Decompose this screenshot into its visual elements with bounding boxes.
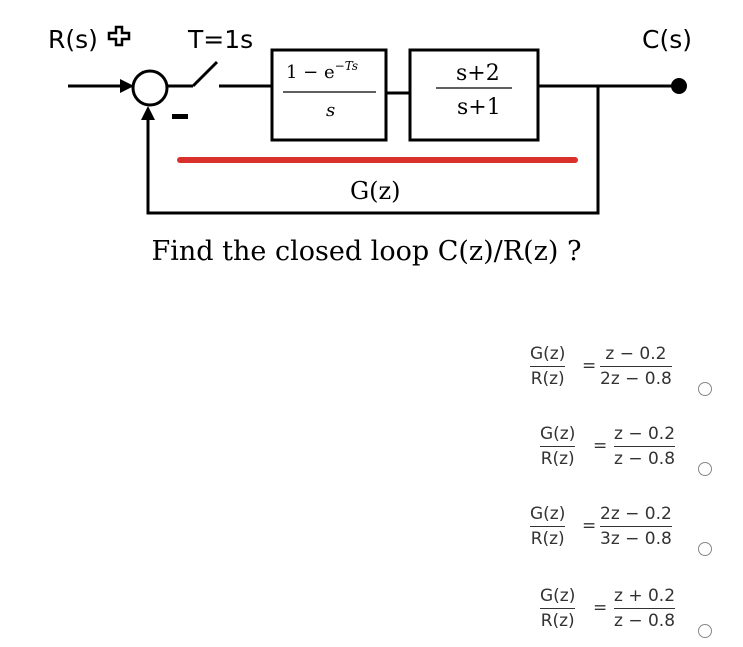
- sampler-switch: [191, 60, 219, 88]
- output-node: [671, 78, 687, 94]
- plant-numerator: s+2: [456, 61, 500, 86]
- input-arrow-icon: [120, 79, 134, 93]
- block-diagram: R(s) T=1s C(s) 1 − e−Ts s s+2 s+1 G(z): [48, 25, 692, 215]
- answer-option[interactable]: G(z) R(z) = z − 0.2 2z − 0.8: [490, 344, 720, 402]
- plant-denominator: s+1: [457, 95, 501, 120]
- radio-button[interactable]: [698, 624, 712, 638]
- rhs-fraction: z − 0.2 2z − 0.8: [600, 344, 672, 389]
- plant-block: [408, 48, 540, 142]
- equals-sign: =: [582, 356, 597, 376]
- lhs-fraction: G(z) R(z): [540, 424, 576, 469]
- lhs-fraction: G(z) R(z): [530, 504, 566, 549]
- lhs-fraction: G(z) R(z): [540, 586, 576, 631]
- zoh-block: [270, 48, 388, 142]
- lhs-fraction: G(z) R(z): [530, 344, 566, 389]
- feedback-path: [146, 86, 600, 215]
- zoh-denominator: s: [326, 100, 335, 121]
- sample-label: T=1s: [187, 25, 253, 54]
- rhs-fraction: z + 0.2 z − 0.8: [614, 586, 676, 631]
- equals-sign: =: [593, 598, 608, 618]
- radio-button[interactable]: [698, 462, 712, 476]
- plus-icon: [107, 25, 131, 47]
- feedback-arrow-icon: [141, 106, 155, 120]
- radio-button[interactable]: [698, 542, 712, 556]
- summing-junction: [131, 69, 169, 107]
- equals-sign: =: [593, 436, 608, 456]
- rhs-fraction: 2z − 0.2 3z − 0.8: [600, 504, 672, 549]
- rhs-fraction: z − 0.2 z − 0.8: [614, 424, 676, 469]
- equals-sign: =: [582, 516, 597, 536]
- question-text: Find the closed loop C(z)/R(z) ?: [151, 236, 582, 267]
- zoh-numerator: 1 − e−Ts: [286, 59, 358, 83]
- answer-option[interactable]: G(z) R(z) = z + 0.2 z − 0.8: [490, 586, 720, 644]
- answer-option[interactable]: G(z) R(z) = z − 0.2 z − 0.8: [490, 424, 720, 482]
- input-label: R(s): [48, 25, 98, 54]
- minus-sign-icon: [172, 114, 188, 119]
- answer-option[interactable]: G(z) R(z) = 2z − 0.2 3z − 0.8: [490, 504, 720, 562]
- radio-button[interactable]: [698, 382, 712, 396]
- group-label: G(z): [350, 177, 401, 205]
- output-label: C(s): [642, 25, 692, 54]
